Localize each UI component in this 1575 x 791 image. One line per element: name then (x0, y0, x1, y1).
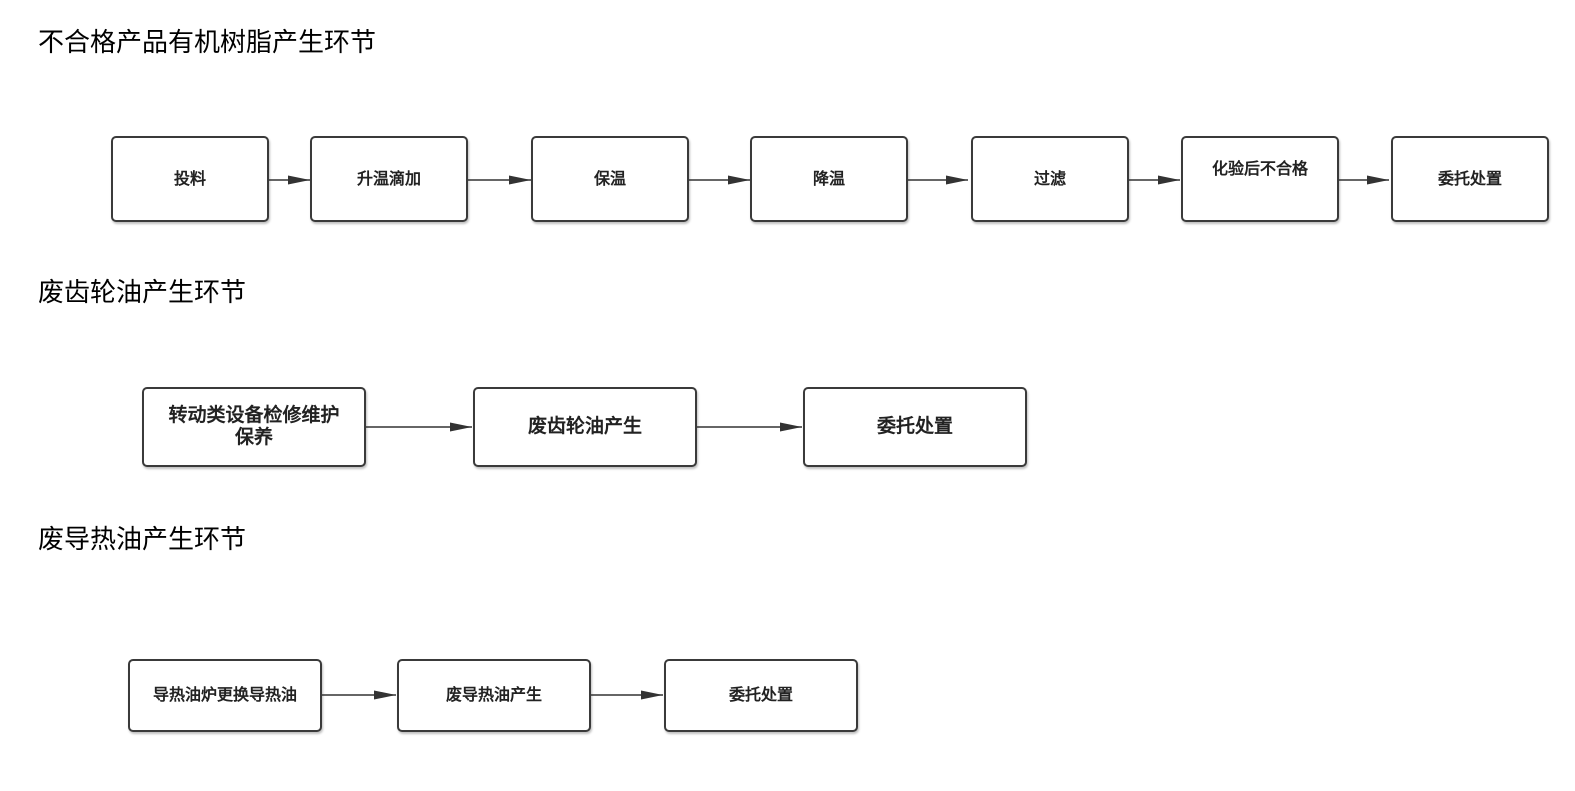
step-label: 导热油炉更换导热油 (152, 685, 297, 705)
step-feeding: 投料 (111, 136, 269, 222)
step-cooling: 降温 (750, 136, 908, 222)
step-entrusted-disposal: 委托处置 (664, 659, 858, 732)
step-heating-dripping: 升温滴加 (310, 136, 468, 222)
step-label: 委托处置 (876, 415, 953, 438)
step-replace-thermal-oil: 导热油炉更换导热油 (128, 659, 322, 732)
step-filtering: 过滤 (971, 136, 1129, 222)
step-label: 升温滴加 (356, 168, 421, 188)
step-label: 废齿轮油产生 (527, 415, 642, 438)
section-title-thermal-oil: 废导热油产生环节 (38, 525, 247, 555)
step-label: 保温 (593, 168, 626, 188)
step-label: 降温 (812, 168, 845, 188)
step-label: 委托处置 (728, 685, 793, 705)
step-label: 委托处置 (1437, 168, 1502, 188)
step-gear-oil-generated: 废齿轮油产生 (473, 387, 697, 467)
step-entrusted-disposal: 委托处置 (803, 387, 1027, 467)
step-label: 投料 (173, 168, 206, 188)
step-insulation: 保温 (531, 136, 689, 222)
step-test-failed: 化验后不合格 (1181, 136, 1339, 222)
step-thermal-oil-generated: 废导热油产生 (397, 659, 591, 732)
step-entrusted-disposal: 委托处置 (1391, 136, 1549, 222)
step-equipment-maintenance: 转动类设备检修维护保养 (142, 387, 366, 467)
step-label: 过滤 (1033, 168, 1066, 188)
step-label: 废导热油产生 (445, 685, 542, 705)
section-title-gear-oil: 废齿轮油产生环节 (38, 278, 247, 308)
step-label: 转动类设备检修维护保养 (168, 404, 340, 448)
section-title-resin: 不合格产品有机树脂产生环节 (38, 28, 377, 58)
step-label: 化验后不合格 (1211, 159, 1308, 178)
